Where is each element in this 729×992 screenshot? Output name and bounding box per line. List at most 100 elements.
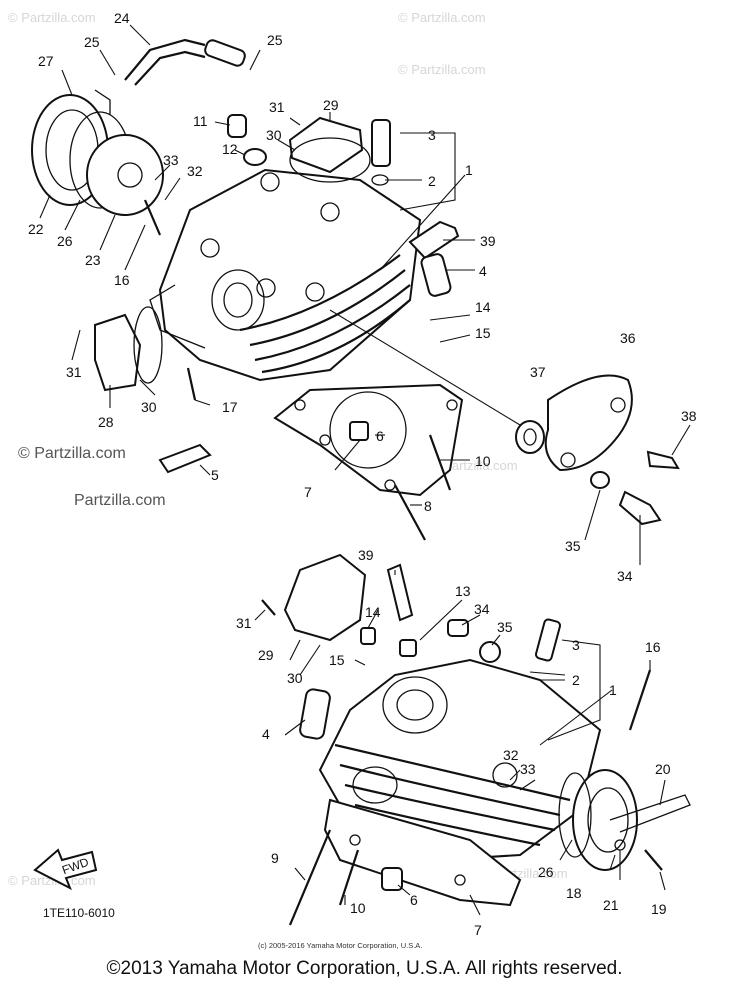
fwd-arrow-icon: FWD: [33, 848, 98, 891]
callout-label: 30: [287, 670, 303, 686]
breather-hose-24: [124, 38, 246, 86]
callout-label: 34: [474, 601, 490, 617]
svg-text:© Partzilla.com: © Partzilla.com: [18, 445, 126, 462]
cylinder-head-lower: [318, 658, 602, 862]
callout-label: 14: [365, 604, 381, 620]
callout-label: 26: [57, 233, 73, 249]
callout-label: 37: [530, 364, 546, 380]
spark-plug-39-upper: [408, 220, 460, 260]
leader-lines: [39, 24, 691, 916]
callout-label: 11: [193, 113, 208, 129]
stud-17: [186, 367, 197, 401]
nut-13: [399, 639, 417, 657]
cap-11: [227, 114, 247, 138]
callout-label: 15: [329, 652, 345, 668]
callout-label: 30: [266, 127, 282, 143]
gasket-30-side: [133, 306, 163, 384]
nut-14-lower: [360, 627, 376, 645]
callout-label: 2: [428, 173, 436, 189]
callout-label: 8: [424, 498, 432, 514]
cylinder-head-upper: [149, 168, 422, 382]
callout-label: 31: [269, 99, 285, 115]
valve-guide-3-upper: [371, 119, 391, 167]
callout-label: 21: [603, 897, 619, 913]
callout-label: 39: [480, 233, 496, 249]
side-cover-28: [94, 313, 142, 392]
callout-label: 1: [465, 162, 473, 178]
callout-label: 7: [304, 484, 312, 500]
callout-label: 32: [187, 163, 203, 179]
spark-plug-39-lower: [386, 563, 414, 622]
callout-label: 25: [84, 34, 100, 50]
callout-label: 25: [267, 32, 283, 48]
cover-plate-23: [86, 134, 164, 216]
bracket-36: [544, 374, 633, 472]
watermark: © Partzilla.com: [8, 10, 96, 25]
insulator-4-upper: [420, 253, 452, 297]
callout-label: 31: [236, 615, 252, 631]
callout-label: 14: [475, 299, 491, 315]
footer-copyright: ©2013 Yamaha Motor Corporation, U.S.A. A…: [106, 958, 623, 979]
bolt-38: [646, 450, 680, 470]
callout-label: 17: [222, 399, 238, 415]
watermark-center: © Partzilla.com Partzilla.com: [18, 445, 166, 509]
watermark: © Partzilla.com: [398, 62, 486, 77]
stud-bolt-10: [428, 434, 452, 491]
pin-5: [158, 443, 212, 474]
bolt-19: [644, 849, 663, 871]
head-gasket-upper: [273, 383, 464, 497]
callout-label: 4: [262, 726, 270, 742]
callout-label: 26: [538, 864, 554, 880]
callout-label: 5: [211, 467, 219, 483]
callout-label: 32: [503, 747, 519, 763]
callout-labels-lower: 39 13 31 14 34 35 3 29 30 15 2 1 16 4 32…: [236, 547, 671, 938]
callout-label: 10: [350, 900, 366, 916]
insulator-4-lower: [299, 688, 331, 740]
callout-label: 35: [497, 619, 513, 635]
o-ring-26-lower: [558, 772, 592, 858]
bracket-20: [609, 794, 691, 833]
callout-label: 27: [38, 53, 54, 69]
dowel-pin-6: [349, 421, 369, 441]
callout-label: 20: [655, 761, 671, 777]
collar-37: [515, 420, 545, 454]
callout-label: 10: [475, 453, 491, 469]
diagram-code: 1TE110-6010: [43, 906, 115, 920]
callout-label: 28: [98, 414, 114, 430]
callout-label: 23: [85, 252, 101, 268]
callout-label: 13: [455, 583, 471, 599]
side-cover-18: [572, 769, 638, 871]
stud-bolt-9: [288, 829, 332, 926]
callout-label: 1: [609, 682, 617, 698]
callout-label: 18: [566, 885, 582, 901]
callout-label: 36: [620, 330, 636, 346]
callout-label: 6: [410, 892, 418, 908]
bolt-16-lower: [628, 669, 652, 731]
cover-29-lower: [283, 553, 367, 642]
callout-label: 19: [651, 901, 667, 917]
callout-label: 33: [163, 152, 179, 168]
valve-guide-3-lower: [534, 618, 562, 662]
callout-label: 15: [475, 325, 491, 341]
callout-label: 9: [271, 850, 279, 866]
callout-label: 30: [141, 399, 157, 415]
callout-label: 16: [645, 639, 661, 655]
callout-label: 2: [572, 672, 580, 688]
callout-label: 3: [572, 637, 580, 653]
callout-label: 16: [114, 272, 130, 288]
callout-label: 4: [479, 263, 487, 279]
callout-labels-upper: 24 25 25 27 31 29 11 30 3 12 2 1 33 32 2…: [28, 10, 697, 584]
callout-label: 6: [376, 428, 384, 444]
callout-label: 33: [520, 761, 536, 777]
callout-label: 39: [358, 547, 374, 563]
callout-label: 7: [474, 922, 482, 938]
gasket-30-upper: [289, 137, 371, 183]
callout-label: 3: [428, 127, 436, 143]
bolt-31-lower: [261, 599, 276, 616]
callout-label: 35: [565, 538, 581, 554]
callout-label: 22: [28, 221, 44, 237]
callout-label: 12: [222, 141, 238, 157]
callout-label: 31: [66, 364, 82, 380]
callout-label: 34: [617, 568, 633, 584]
